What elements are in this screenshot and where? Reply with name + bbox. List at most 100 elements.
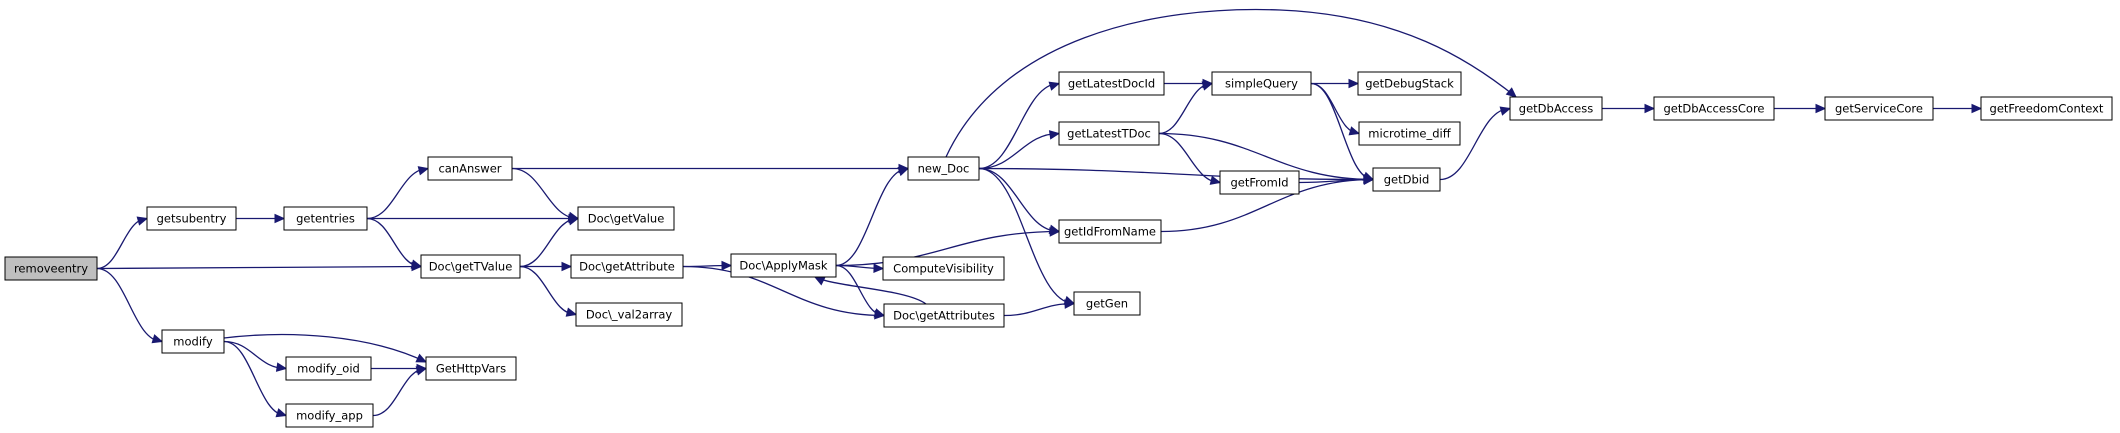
node-label: microtime_diff [1368,127,1451,141]
node-label: removeentry [14,262,88,276]
node-label: Doc\getAttribute [579,260,675,274]
node-simplequery[interactable]: simpleQuery [1211,71,1312,96]
edge-removeentry-to-modify [96,267,163,343]
arrowhead-icon [151,334,164,344]
edge-doc-applymask-to-new-doc [835,167,909,267]
node-label: GetHttpVars [436,362,506,376]
node-box [4,256,98,281]
edge-doc-gettvalue-to-doc-getvalue [519,217,579,268]
node-computevisibility[interactable]: ComputeVisibility [882,256,1005,281]
node-box [1980,96,2113,121]
node-label: getDbAccess [1519,102,1593,116]
node-box [161,329,225,354]
node-label: getIdFromName [1064,225,1156,239]
edge-getdbid-to-getdbaccess [1439,107,1511,181]
node-microtime-diff[interactable]: microtime_diff [1358,121,1461,146]
arrowhead-icon [873,263,885,274]
arrowhead-icon [1201,81,1214,91]
node-modify[interactable]: modify [161,329,225,354]
node-label: modify_oid [297,362,360,376]
node-box [730,253,837,278]
node-doc-gettvalue[interactable]: Doc\getTValue [420,254,521,279]
arrowhead-icon [1971,103,1983,114]
node-label: getServiceCore [1835,102,1923,116]
node-label: Doc\getTValue [429,260,513,274]
arrowhead-icon [1048,224,1061,234]
node-box [882,256,1005,281]
arrowhead-icon [1348,126,1361,136]
node-label: getDebugStack [1365,77,1454,91]
node-box [1058,71,1165,96]
node-box [883,303,1005,328]
arrowhead-icon [275,408,288,418]
node-label: new_Doc [918,162,970,176]
node-box [577,206,675,231]
node-cananswer[interactable]: canAnswer [427,156,513,181]
node-box [1073,291,1141,316]
node-new-doc[interactable]: new_Doc [907,156,980,181]
node-getfromid[interactable]: getFromId [1219,170,1300,195]
arrowhead-icon [565,307,578,317]
edge-doc-gettvalue-to-doc-val2array [519,265,577,316]
node-getidfromname[interactable]: getIdFromName [1058,219,1162,244]
node-gethttpvars[interactable]: GetHttpVars [425,356,517,381]
arrowhead-icon [561,261,573,272]
node-label: modify_app [296,409,363,423]
arrowhead-icon [274,213,286,224]
node-box [1219,170,1300,195]
edge-removeentry-to-getsubentry [96,217,148,270]
call-edges [96,8,1983,418]
node-box [285,356,372,381]
call-nodes: removeentry getsubentry getentries canAnswe… [4,71,2113,428]
node-label: getentries [296,212,355,226]
node-modify-oid[interactable]: modify_oid [285,356,372,381]
edge-modify-to-modify-oid [223,340,287,370]
node-doc-getvalue[interactable]: Doc\getValue [577,206,675,231]
edge-modify-app-to-gethttpvars [372,367,427,417]
node-box [146,206,237,231]
node-getdebugstack[interactable]: getDebugStack [1357,71,1462,96]
node-getdbaccesscore[interactable]: getDbAccessCore [1653,96,1775,121]
edge-removeentry-to-doc-gettvalue [96,265,422,270]
node-box [420,254,521,279]
node-label: Doc\getAttributes [893,309,995,323]
node-getentries[interactable]: getentries [283,206,368,231]
node-getservicecore[interactable]: getServiceCore [1824,96,1934,121]
node-label: canAnswer [438,162,501,176]
node-label: getsubentry [157,212,227,226]
node-getdbaccess[interactable]: getDbAccess [1509,96,1603,121]
node-getlatesttdoc[interactable]: getLatestTDoc [1058,121,1160,146]
node-getsubentry[interactable]: getsubentry [146,206,237,231]
edge-new-doc-to-getlatesttdoc [978,132,1060,170]
arrowhead-icon [275,362,288,372]
arrowhead-icon [897,167,910,177]
node-label: getLatestTDoc [1067,127,1151,141]
edge-getentries-to-doc-gettvalue [366,217,422,268]
edge-modify-to-gethttpvars [223,333,427,363]
node-box [285,403,374,428]
node-label: simpleQuery [1225,77,1298,91]
node-box [1357,71,1462,96]
node-getgen[interactable]: getGen [1073,291,1141,316]
arrowhead-icon [1505,87,1517,98]
arrowhead-icon [1048,81,1061,91]
node-modify-app[interactable]: modify_app [285,403,374,428]
node-doc-applymask[interactable]: Doc\ApplyMask [730,253,837,278]
node-box [575,302,683,327]
arrowhead-icon [1644,103,1656,114]
node-doc-val2array[interactable]: Doc\_val2array [575,302,683,327]
arrowhead-icon [136,216,149,226]
node-doc-getattributes[interactable]: Doc\getAttributes [883,303,1005,328]
node-removeentry[interactable]: removeentry [4,256,98,281]
node-box [1509,96,1603,121]
arrowhead-icon [410,259,423,269]
arrowhead-icon [415,353,428,363]
arrowhead-icon [721,260,733,271]
node-getfreedomcontext[interactable]: getFreedomContext [1980,96,2113,121]
node-box [1824,96,1934,121]
node-box [1372,167,1441,192]
node-doc-getattribute[interactable]: Doc\getAttribute [570,254,684,279]
node-getdbid[interactable]: getDbid [1372,167,1441,192]
node-getlatestdocid[interactable]: getLatestDocId [1058,71,1165,96]
